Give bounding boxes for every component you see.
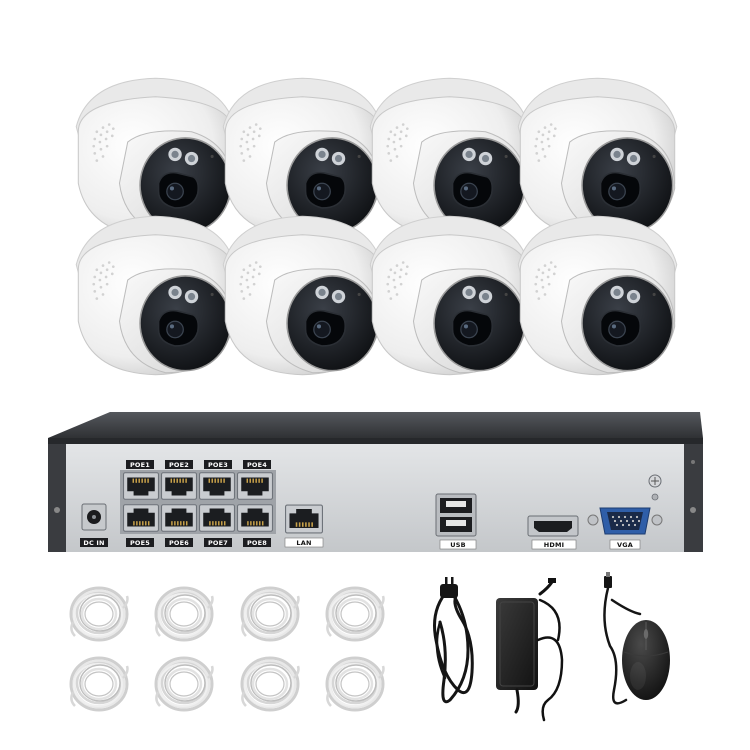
ethernet-cable-coil-7 [240, 656, 301, 712]
hdmi-label: HDMI [544, 541, 565, 549]
camera-group [75, 77, 678, 376]
mouse-body [622, 620, 670, 700]
ethernet-cable-coil-1 [69, 586, 130, 642]
poe7-label: POE7 [208, 539, 228, 547]
power-cord [433, 577, 474, 704]
poe1-label: POE1 [130, 461, 150, 469]
dome-camera-7 [369, 215, 530, 376]
poe-port-8[interactable] [237, 504, 273, 532]
lan-port[interactable] [285, 504, 323, 534]
ethernet-cable-coil-6 [154, 656, 215, 712]
poe5-label: POE5 [130, 539, 150, 547]
dome-camera-4 [517, 77, 678, 238]
poe8-label: POE8 [247, 539, 267, 547]
poe2-label: POE2 [169, 461, 189, 469]
usb-ports[interactable] [435, 493, 477, 537]
poe-top-labels: POE1 POE2 POE3 POE4 [126, 460, 271, 469]
power-adapter [496, 578, 564, 722]
dc-in-label: DC IN [83, 539, 104, 547]
poe-port-3[interactable] [199, 472, 235, 500]
vga-port[interactable] [587, 507, 663, 535]
dome-camera-2 [222, 77, 383, 238]
dome-camera-6 [222, 215, 383, 376]
poe4-label: POE4 [247, 461, 267, 469]
poe-bottom-labels: POE5 POE6 POE7 POE8 [126, 538, 271, 547]
ethernet-cable-coil-8 [325, 656, 386, 712]
dome-camera-1 [75, 77, 236, 238]
dome-camera-3 [369, 77, 530, 238]
dome-camera-8 [517, 215, 678, 376]
ethernet-cable-coils [69, 586, 386, 712]
poe-port-2[interactable] [161, 472, 197, 500]
poe-ports [120, 470, 276, 534]
poe-port-5[interactable] [123, 504, 159, 532]
ethernet-cable-coil-3 [240, 586, 301, 642]
ethernet-cable-coil-4 [325, 586, 386, 642]
poe6-label: POE6 [169, 539, 189, 547]
ethernet-cable-coil-2 [154, 586, 215, 642]
hdmi-port[interactable] [527, 515, 579, 537]
nvr-top-cover [48, 412, 703, 438]
lan-label: LAN [296, 539, 311, 547]
ethernet-cable-coil-5 [69, 656, 130, 712]
usb-label: USB [450, 541, 466, 549]
power-adapter-brick [496, 598, 538, 690]
usb-mouse [603, 572, 670, 705]
vga-label: VGA [617, 541, 633, 549]
poe-port-4[interactable] [237, 472, 273, 500]
nvr-recorder: DC IN POE1 POE2 POE3 POE4 [48, 412, 703, 552]
dome-camera-5 [75, 215, 236, 376]
poe3-label: POE3 [208, 461, 228, 469]
poe-port-1[interactable] [123, 472, 159, 500]
poe-port-6[interactable] [161, 504, 197, 532]
poe-port-7[interactable] [199, 504, 235, 532]
